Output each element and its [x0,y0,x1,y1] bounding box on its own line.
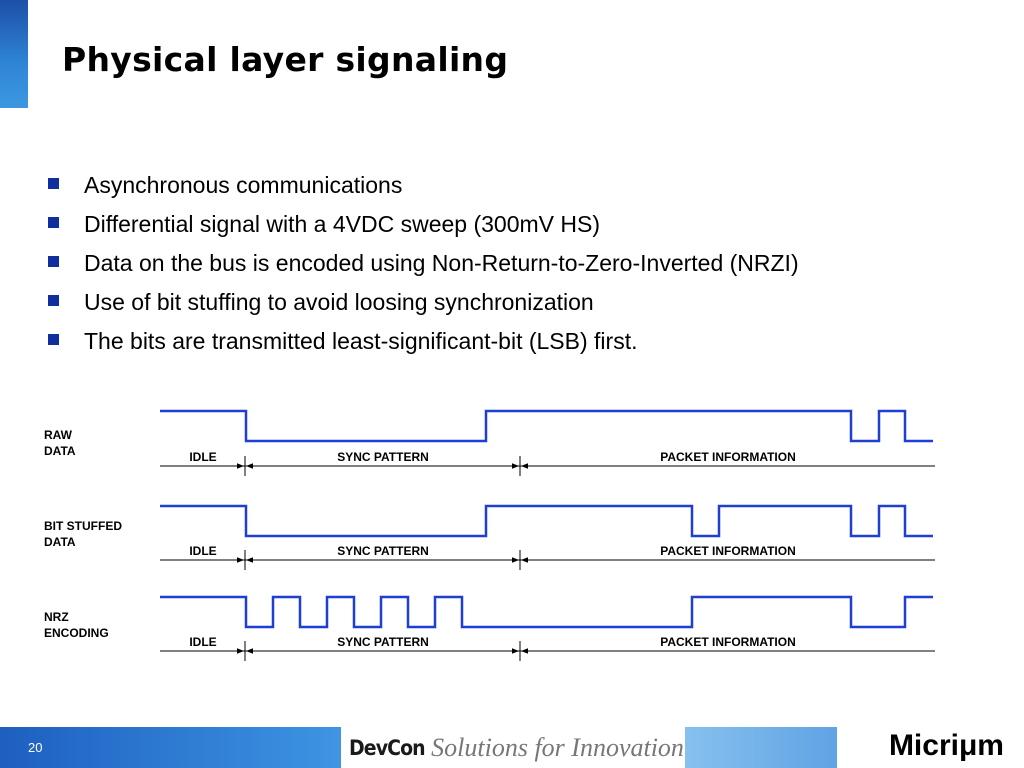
nrz-encoding-row: NRZ ENCODING IDLE SYNC PATTERN PACKET IN… [44,595,935,661]
micrium-logo: Micriμm [888,729,1004,762]
row-label: ENCODING [44,626,109,640]
bullet-item: Use of bit stuffing to avoid loosing syn… [46,285,799,324]
footer-bar: 20 DevCon Solutions for Innovation Micri… [0,727,1024,768]
square-bullet-icon [48,217,59,228]
row-label: DATA [44,444,76,458]
row-label: DATA [44,535,76,549]
bullet-item: Data on the bus is encoded using Non-Ret… [46,246,799,285]
bullet-text: Use of bit stuffing to avoid loosing syn… [84,289,594,315]
bit-stuffed-row: BIT STUFFED DATA IDLE SYNC PATTERN PACKE… [44,504,935,570]
segment-label-idle: IDLE [189,544,216,558]
row-label: RAW [44,428,73,442]
segment-label-sync: SYNC PATTERN [337,544,429,558]
bullet-text: Asynchronous communications [84,172,403,198]
bullet-item: The bits are transmitted least-significa… [46,324,799,363]
timing-diagram: RAW DATA IDLE SYNC PATTERN PACKET INFORM… [44,409,935,661]
segment-label-packet: PACKET INFORMATION [660,544,796,558]
square-bullet-icon [48,334,59,345]
page-number: 20 [28,740,43,755]
footer-tagline: Solutions for Innovation [431,732,684,762]
bullet-text: Differential signal with a 4VDC sweep (3… [84,211,601,237]
devcon-logo: DevCon [349,735,426,760]
raw-data-row: RAW DATA IDLE SYNC PATTERN PACKET INFORM… [44,409,935,476]
square-bullet-icon [48,178,59,189]
footer-center-panel: DevCon Solutions for Innovation [341,727,685,768]
segment-label-idle: IDLE [189,635,216,649]
bit-stuffed-waveform [160,504,933,538]
bullet-list: Asynchronous communications Differential… [46,168,799,363]
left-accent-bar [0,0,28,108]
bullet-item: Differential signal with a 4VDC sweep (3… [46,207,799,246]
bullet-text: Data on the bus is encoded using Non-Ret… [84,250,799,276]
brand-panel: Micriμm [837,727,1024,768]
segment-label-packet: PACKET INFORMATION [660,450,796,464]
raw-data-waveform [160,409,933,443]
bullet-item: Asynchronous communications [46,168,799,207]
bullet-text: The bits are transmitted least-significa… [84,328,638,354]
row-label: BIT STUFFED [44,519,122,533]
slide-title: Physical layer signaling [62,40,509,79]
row-label: NRZ [44,610,69,624]
square-bullet-icon [48,256,59,267]
segment-label-sync: SYNC PATTERN [337,635,429,649]
segment-label-sync: SYNC PATTERN [337,450,429,464]
nrz-encoding-waveform [160,595,933,629]
segment-label-idle: IDLE [189,450,216,464]
square-bullet-icon [48,295,59,306]
segment-label-packet: PACKET INFORMATION [660,635,796,649]
